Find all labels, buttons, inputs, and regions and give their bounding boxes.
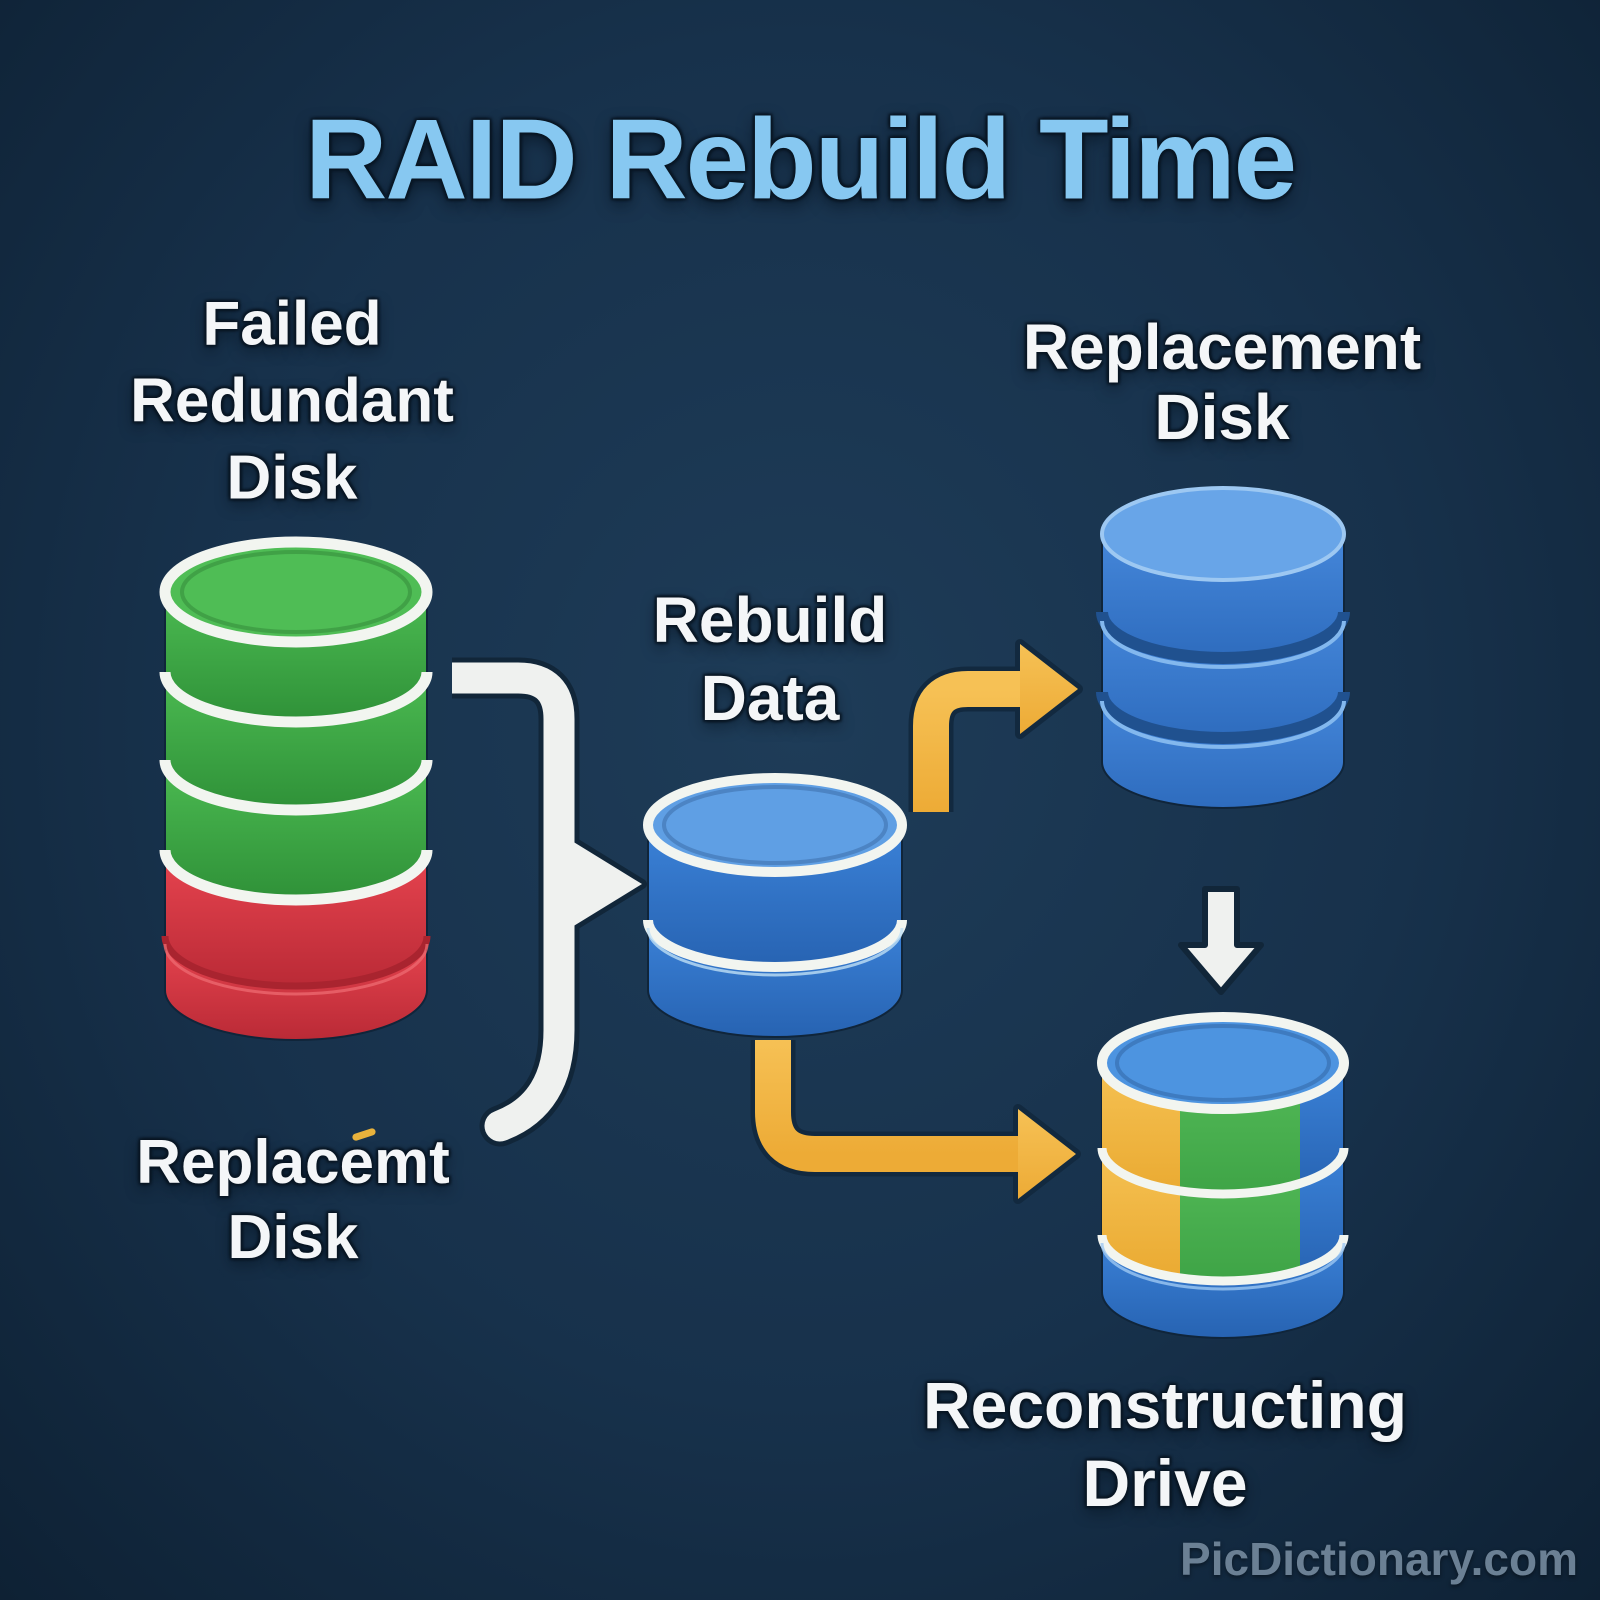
label-line: Data: [700, 662, 840, 734]
rebuild-data-disk-icon: [643, 773, 907, 1038]
label-line: Disk: [226, 443, 358, 513]
reconstructing-drive-icon: [1097, 1012, 1349, 1339]
replacement-disk-icon: [1096, 486, 1350, 809]
disk-top-face: [1100, 486, 1346, 582]
rebuild-to-replacement-arrow-icon: [908, 639, 1083, 812]
label-line: Rebuild: [652, 584, 888, 656]
disk-top-face: [159, 536, 433, 648]
page-title: RAID Rebuild Time: [305, 96, 1297, 224]
merge-into-rebuild-arrow-icon: [452, 657, 647, 1147]
failed-redundant-disk-icon: [159, 536, 433, 1041]
replacement-to-reconstructing-arrow-icon: [1178, 886, 1264, 995]
label-line: Failed: [202, 289, 382, 359]
disk-top-face: [1097, 1012, 1349, 1114]
label-replacement-disk: Replacement Disk: [1023, 312, 1421, 452]
label-reconstructing-drive: Reconstructing Drive: [923, 1366, 1407, 1522]
label-replacement-disk-lower: Replacemt Disk: [136, 1125, 450, 1275]
label-line: Reconstructing: [922, 1368, 1408, 1442]
watermark: PicDictionary.com: [1180, 1533, 1578, 1585]
label-line: Disk: [1154, 381, 1290, 453]
label-line: Replacemt: [136, 1128, 450, 1197]
label-rebuild-data: Rebuild Data: [653, 581, 888, 737]
label-line: Redundant: [130, 366, 454, 436]
label-failed-redundant-disk: Failed Redundant Disk: [130, 286, 454, 517]
label-line: Drive: [1082, 1446, 1248, 1520]
label-line: Disk: [227, 1203, 359, 1272]
rebuild-to-reconstructing-arrow-icon: [750, 1040, 1081, 1204]
label-line: Replacement: [1022, 311, 1422, 383]
disk-top-face: [643, 773, 907, 877]
